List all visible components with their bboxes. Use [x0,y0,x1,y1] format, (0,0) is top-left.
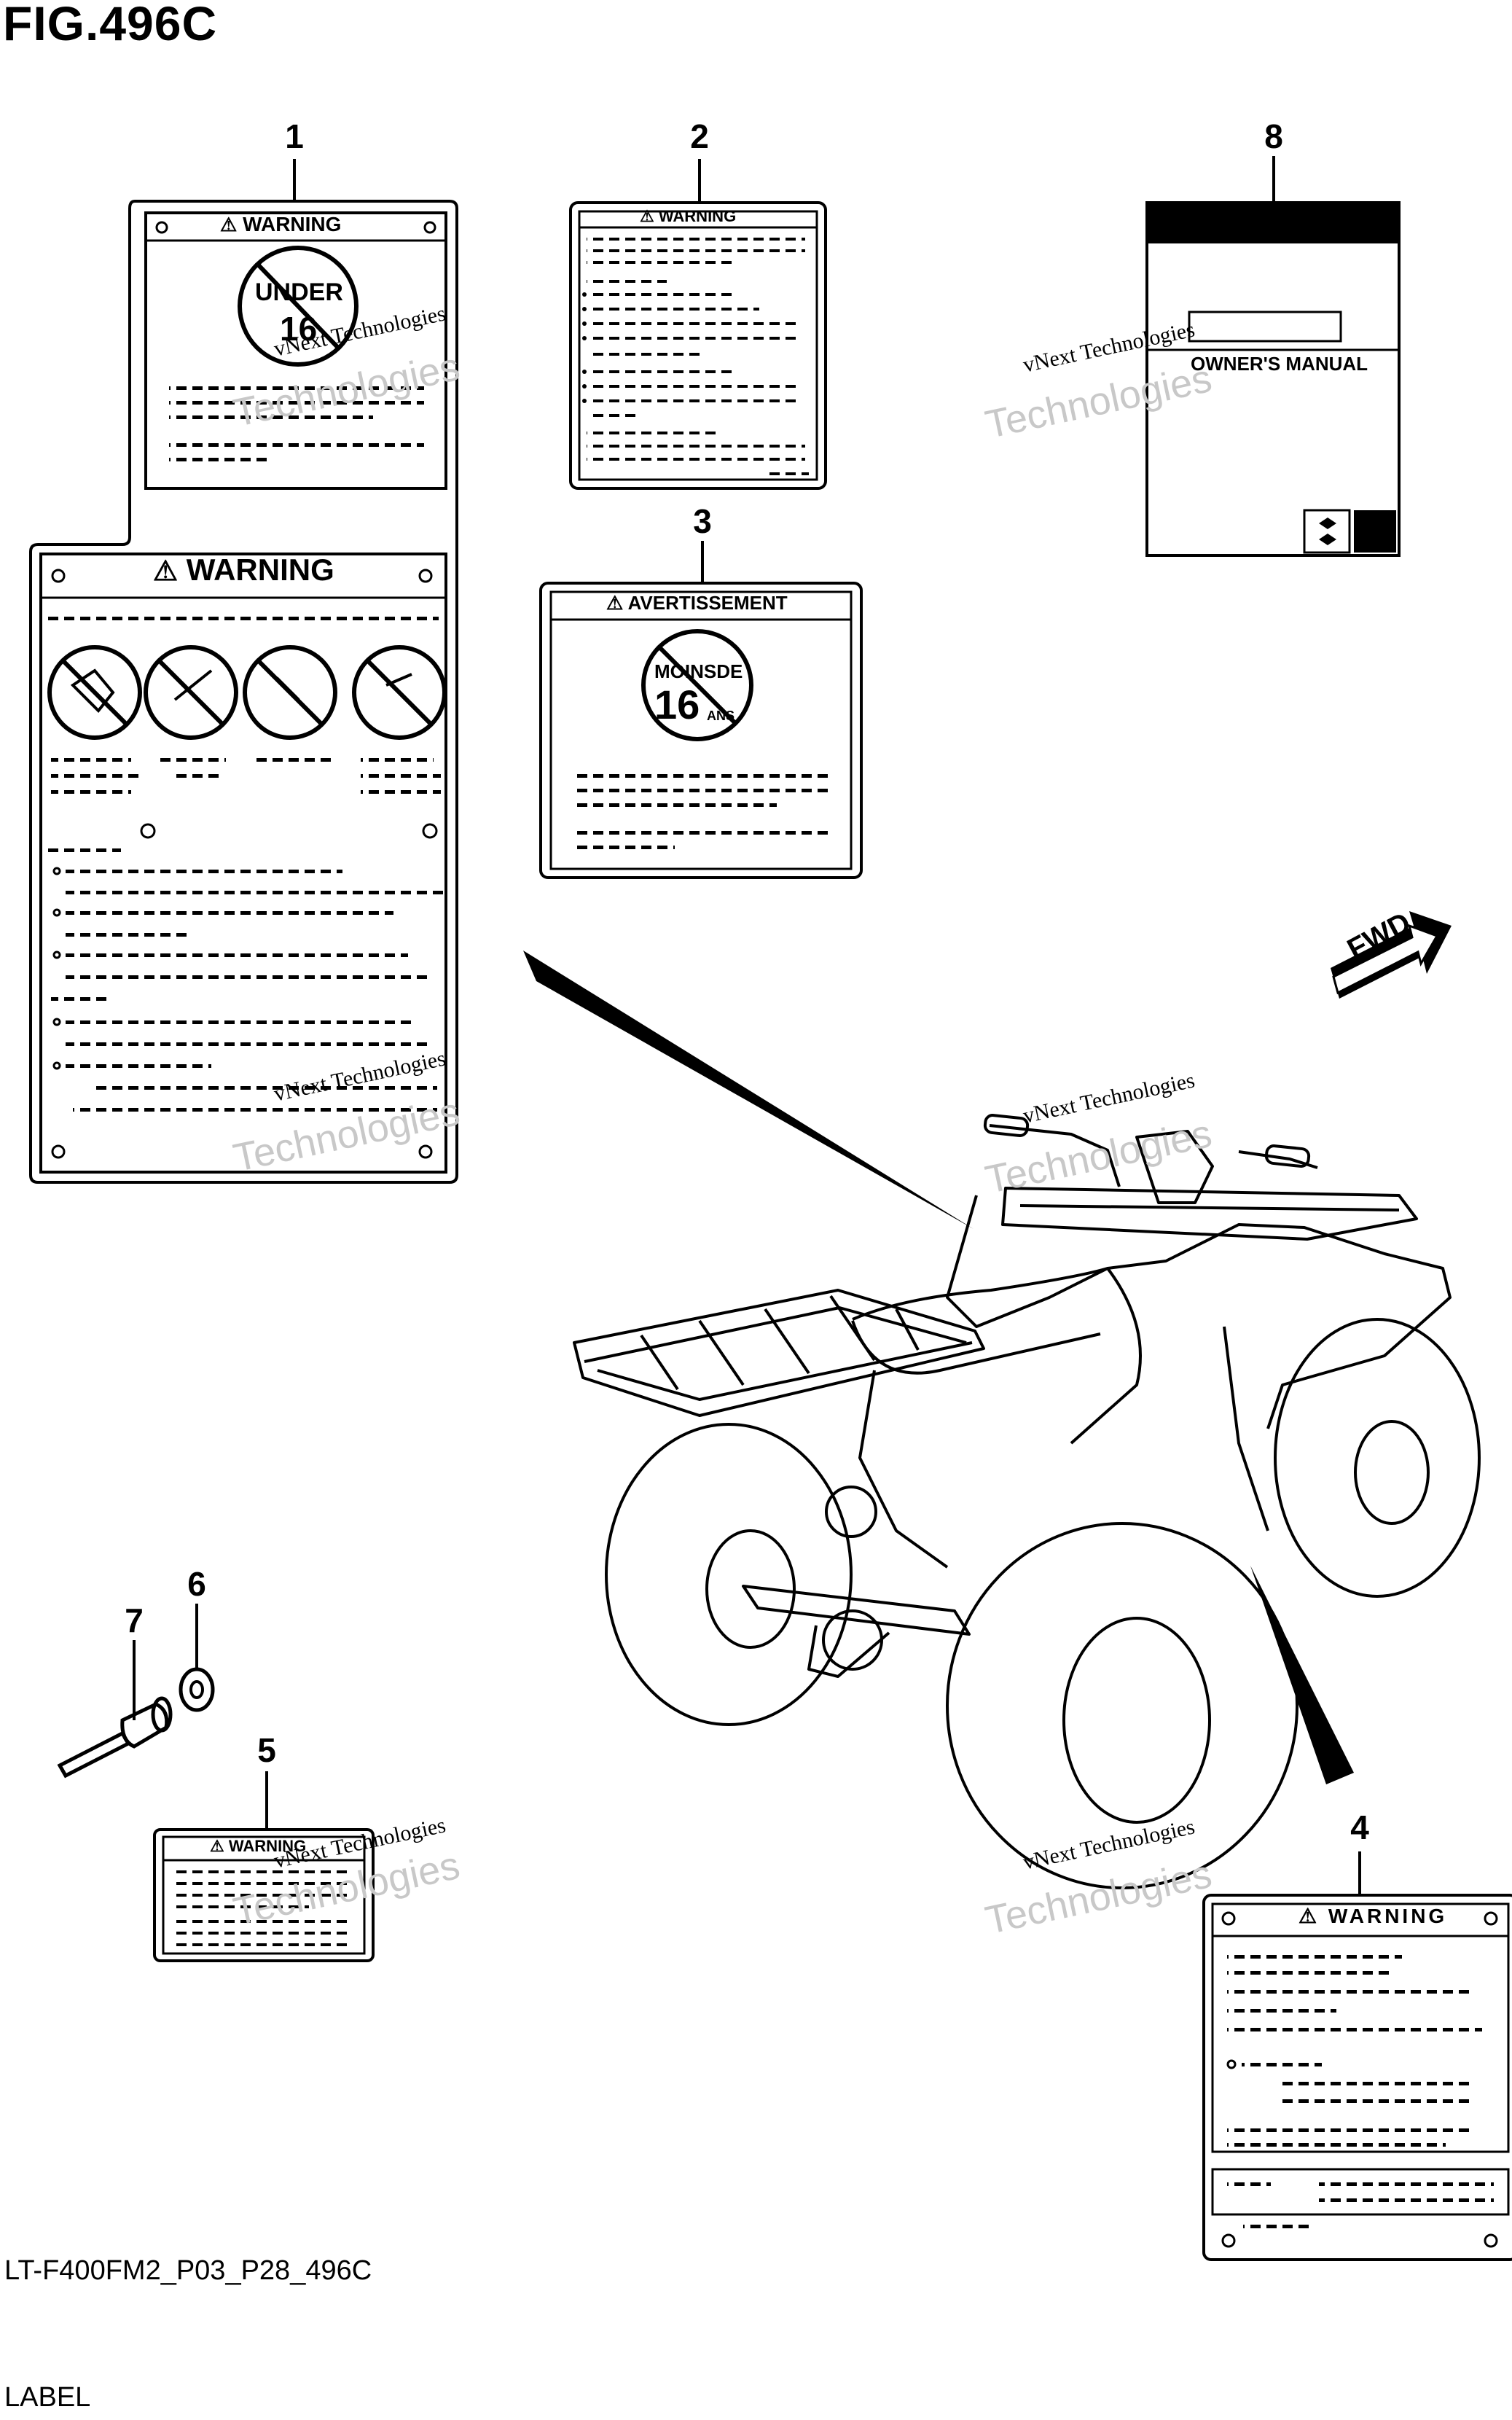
callout-4: 4 [1350,1808,1369,1846]
warning-triangle-icon: ⚠ [1298,1905,1320,1927]
callout-2: 2 [690,117,709,155]
warning-triangle-icon: ⚠ [220,214,238,235]
label-1-badge-line1: UNDER [255,278,343,306]
label-4-warning: ⚠ WARNING [1298,1905,1448,1927]
callout-7: 7 [125,1601,144,1639]
label-3-avertissement: ⚠ AVERTISSEMENT [606,592,788,614]
label-8-cover-text: OWNER'S MANUAL [1191,353,1368,375]
callout-3: 3 [693,502,712,540]
footer-drawing-code: LT-F400FM2_P03_P28_496C [4,2255,372,2286]
label-1-badge-line2: 16 [280,310,318,348]
figure-title: FIG.496C [3,0,218,50]
part-6-washer [179,1667,215,1712]
label-3-badge-line1: MOINSDE [654,660,743,682]
atv-illustration [573,1114,1481,1889]
callout-1: 1 [285,117,304,155]
warning-triangle-icon: ⚠ [210,1837,224,1855]
label-5-outline [153,1828,375,1962]
footer-section-label: LABEL [4,2382,91,2413]
fwd-arrow-icon [1331,911,1452,999]
callout-8: 8 [1264,117,1283,155]
warning-triangle-icon: ⚠ [640,207,654,225]
label-1-top-warning: ⚠ WARNING [220,213,342,235]
warning-triangle-icon: ⚠ [153,556,179,587]
label-2-warning: ⚠ WARNING [640,207,737,225]
leader-lines [133,156,1361,1895]
label-5-warning: ⚠ WARNING [210,1837,307,1855]
callout-6: 6 [187,1565,206,1603]
label-1-outline [29,200,458,1184]
label-1-bottom-panel [39,553,447,1174]
part-7-rivet [57,1696,173,1779]
warning-triangle-icon: ⚠ [606,592,624,614]
label-4-outline [1202,1894,1512,2261]
label-1-top-panel [144,211,447,490]
label-1-bottom-warning: ⚠ WARNING [153,553,334,587]
label-2-outline [569,201,827,490]
label-3-badge-line2: 16 [654,682,700,727]
callout-5: 5 [257,1731,276,1769]
label-3-badge-unit: ANS [707,709,735,723]
label-3-outline [539,582,863,879]
